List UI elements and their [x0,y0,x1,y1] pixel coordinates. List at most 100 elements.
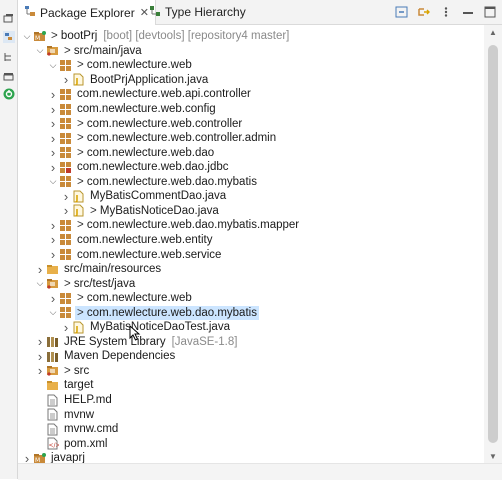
expanded-chevron-icon[interactable]: ⌵ [23,30,31,41]
tree-row[interactable]: ⌵ > com.newlecture.web.dao.mybatis [18,175,484,190]
minimize-icon[interactable] [2,70,15,83]
tree-item-label[interactable]: pom.xml [62,437,109,451]
collapse-all-icon[interactable] [394,5,410,19]
tree-row[interactable]: › com.newlecture.web.entity [18,232,484,248]
collapsed-chevron-icon[interactable]: › [50,232,56,248]
tree-item-label[interactable]: > MyBatisNoticeDao.java [88,204,221,218]
tree-row[interactable]: › > src [18,363,484,379]
tree-row[interactable]: › com.newlecture.web.dao.jdbc [18,160,484,175]
collapsed-chevron-icon[interactable]: › [63,319,69,335]
project-tree[interactable]: ⌵M> bootPrj[boot] [devtools] [repository… [18,25,484,463]
tree-row[interactable]: ›> com.newlecture.web.dao [18,145,484,160]
collapsed-chevron-icon[interactable]: › [63,188,69,204]
collapsed-chevron-icon[interactable]: › [50,86,56,102]
collapsed-chevron-icon[interactable]: › [50,290,56,306]
tree-item-label[interactable]: > com.newlecture.web.dao.mybatis [75,305,259,320]
tree-row[interactable]: HELP.md [18,393,484,408]
collapsed-chevron-icon[interactable]: › [24,450,30,463]
tree-row[interactable]: ⌵ > com.newlecture.web.dao.mybatis [18,305,484,320]
collapsed-chevron-icon[interactable]: › [50,159,56,175]
tree-item-label[interactable]: > com.newlecture.web.dao.mybatis.mapper [75,218,301,232]
tree-item-label[interactable]: > com.newlecture.web.dao [75,146,216,160]
tree-item-label[interactable]: > com.newlecture.web.controller.admin [75,131,278,145]
close-icon[interactable]: ✕ [139,7,149,19]
tree-item-label[interactable]: HELP.md [62,393,114,407]
expanded-chevron-icon[interactable]: ⌵ [49,59,57,70]
tree-item-label[interactable]: > com.newlecture.web [75,58,194,72]
view-menu-icon[interactable] [438,5,454,19]
collapsed-chevron-icon[interactable]: › [50,116,56,132]
collapsed-chevron-icon[interactable]: › [37,334,43,350]
tree-row[interactable]: ⌵M> bootPrj[boot] [devtools] [repository… [18,29,484,44]
tree-item-label[interactable]: com.newlecture.web.api.controller [75,87,253,101]
expanded-chevron-icon[interactable]: ⌵ [36,278,44,289]
tree-row[interactable]: › Maven Dependencies [18,349,484,364]
collapsed-chevron-icon[interactable]: › [37,348,43,364]
tree-item-label[interactable]: com.newlecture.web.entity [75,233,215,247]
scrollbar-thumb[interactable] [488,45,498,443]
collapsed-chevron-icon[interactable]: › [63,203,69,219]
collapsed-chevron-icon[interactable]: › [50,101,56,117]
tab-type-hierarchy[interactable]: Type Hierarchy [143,0,252,24]
tree-item-label[interactable]: mvnw.cmd [62,422,120,436]
vertical-scrollbar[interactable]: ▲ ▼ [484,25,502,463]
outline-icon[interactable] [2,50,15,63]
tree-row[interactable]: ›JRE System Library[JavaSE-1.8] [18,334,484,350]
expanded-chevron-icon[interactable]: ⌵ [49,176,57,187]
collapsed-chevron-icon[interactable]: › [50,217,56,233]
expanded-chevron-icon[interactable]: ⌵ [36,45,44,56]
tree-row[interactable]: › com.newlecture.web.api.controller [18,87,484,102]
restore-icon[interactable] [2,12,15,25]
tree-row[interactable]: › > com.newlecture.web [18,291,484,306]
tree-item-label[interactable]: com.newlecture.web.dao.jdbc [75,160,231,174]
tree-item-label[interactable]: > com.newlecture.web.dao.mybatis [75,175,259,189]
tree-row[interactable]: › > com.newlecture.web.controller [18,116,484,131]
package-explorer-icon[interactable] [2,30,15,43]
expanded-chevron-icon[interactable]: ⌵ [49,307,57,318]
minimize-icon[interactable] [460,5,476,19]
tree-item-label[interactable]: > bootPrj [49,29,99,43]
tree-row[interactable]: ⌵ > src/main/java [18,44,484,59]
tree-row[interactable]: ⌵ > com.newlecture.web [18,58,484,73]
tree-row[interactable]: ⌵ > src/test/java [18,276,484,291]
tree-row[interactable]: › com.newlecture.web.config [18,102,484,117]
tree-row[interactable]: mvnw.cmd [18,422,484,437]
collapsed-chevron-icon[interactable]: › [63,72,69,88]
tree-row[interactable]: › com.newlecture.web.service [18,247,484,262]
tree-item-label[interactable]: javaprj [49,451,87,463]
spring-boot-icon[interactable] [2,87,15,100]
tree-item-label[interactable]: com.newlecture.web.config [75,102,218,116]
collapsed-chevron-icon[interactable]: › [50,247,56,262]
scroll-down-arrow-icon[interactable]: ▼ [489,451,497,461]
tree-item-label[interactable]: > com.newlecture.web.controller [75,117,244,131]
tree-item-label[interactable]: MyBatisNoticeDaoTest.java [88,320,232,334]
tree-item-label[interactable]: > com.newlecture.web [75,291,194,305]
tree-row[interactable]: target [18,378,484,393]
tree-row[interactable]: </>pom.xml [18,436,484,451]
tree-item-label[interactable]: mvnw [62,408,96,422]
tree-item-label[interactable]: src/main/resources [62,262,163,276]
tree-item-label[interactable]: > src [62,364,91,378]
link-with-editor-icon[interactable] [416,5,432,19]
tree-item-label[interactable]: BootPrjApplication.java [88,73,210,87]
tree-row[interactable]: ›J> MyBatisNoticeDao.java [18,203,484,219]
scroll-up-arrow-icon[interactable]: ▲ [489,27,497,37]
tree-item-label[interactable]: MyBatisCommentDao.java [88,189,228,203]
collapsed-chevron-icon[interactable]: › [37,261,43,277]
horizontal-scrollbar[interactable] [18,463,502,480]
collapsed-chevron-icon[interactable]: › [37,363,43,379]
maximize-icon[interactable] [482,5,498,19]
tree-item-label[interactable]: JRE System Library [62,335,168,349]
tree-row[interactable]: ›> com.newlecture.web.controller.admin [18,131,484,146]
tree-row[interactable]: mvnw [18,407,484,422]
tree-item-label[interactable]: com.newlecture.web.service [75,248,223,262]
tab-package-explorer[interactable]: Package Explorer ✕ [18,0,156,25]
tree-item-label[interactable]: Maven Dependencies [62,349,177,363]
tree-item-label[interactable]: target [62,378,95,392]
tree-item-label[interactable]: > src/test/java [62,277,137,291]
tree-item-label[interactable]: > src/main/java [62,44,144,58]
